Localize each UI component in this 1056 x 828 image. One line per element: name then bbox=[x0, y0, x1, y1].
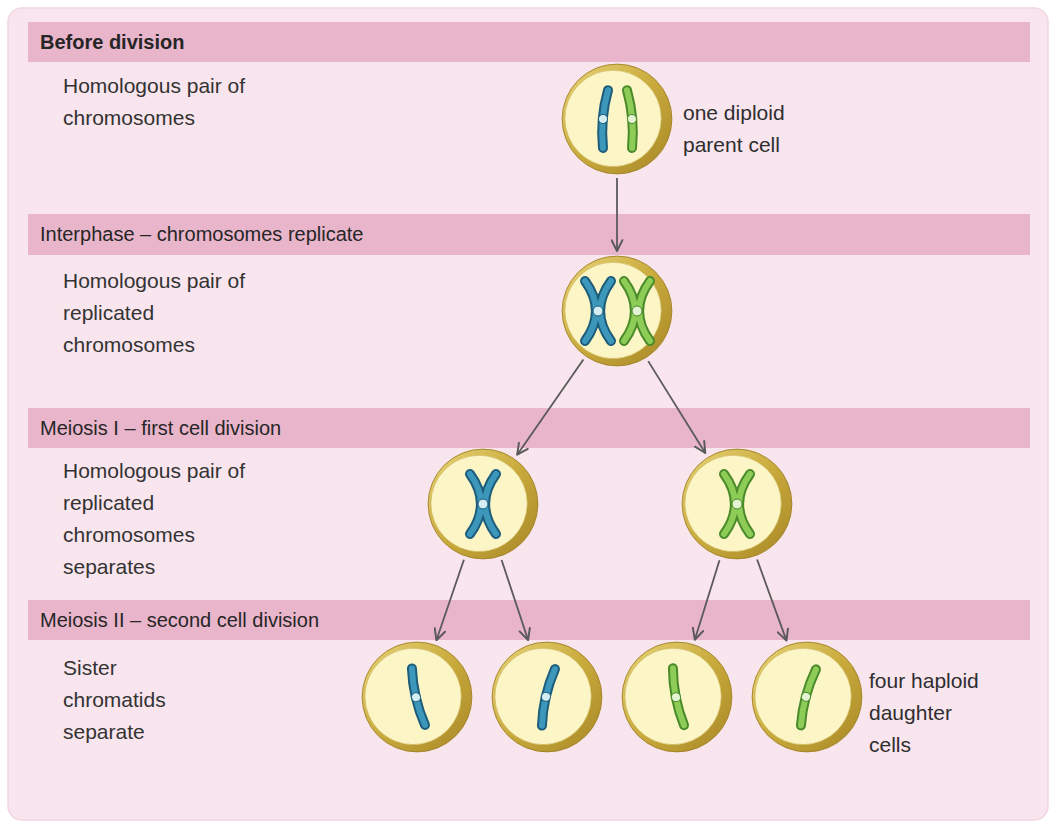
cell-outline bbox=[491, 641, 603, 753]
cell-membrane bbox=[428, 449, 538, 559]
phase-band: Before division bbox=[28, 22, 1030, 62]
cell-membrane bbox=[682, 449, 792, 559]
cell bbox=[621, 641, 733, 753]
cell-outline bbox=[561, 255, 673, 367]
replicated-chromosome bbox=[624, 281, 650, 341]
stage-label: Sister chromatids separate bbox=[63, 652, 183, 748]
chromosome bbox=[596, 90, 609, 148]
stage-label: Homologous pair of chromosomes bbox=[63, 70, 248, 134]
stage-label: Homologous pair of replicated chromosome… bbox=[63, 265, 248, 361]
cell-outline bbox=[561, 63, 673, 175]
cell: one diploid parent cell bbox=[561, 63, 673, 175]
phase-band: Interphase – chromosomes replicate bbox=[28, 214, 1030, 255]
cell-interior bbox=[685, 455, 781, 551]
cell bbox=[491, 641, 603, 753]
cell-membrane bbox=[562, 64, 672, 174]
cell-membrane bbox=[492, 642, 602, 752]
chromosome bbox=[625, 90, 638, 148]
cell-outline bbox=[681, 448, 793, 560]
replicated-chromosome bbox=[470, 474, 496, 534]
cell-interior bbox=[755, 648, 851, 744]
cell-outline bbox=[751, 641, 863, 753]
replicated-chromosome bbox=[585, 281, 611, 341]
arrow-connector bbox=[757, 560, 786, 641]
phase-band: Meiosis II – second cell division bbox=[28, 600, 1030, 640]
phase-heading: Meiosis II – second cell division bbox=[40, 609, 319, 632]
cell-interior bbox=[625, 648, 721, 744]
chromatid bbox=[666, 668, 687, 727]
cell-interior bbox=[431, 455, 527, 551]
replicated-chromosome bbox=[724, 474, 750, 534]
cell-outline bbox=[621, 641, 733, 753]
arrow-connector bbox=[436, 560, 464, 640]
cell bbox=[681, 448, 793, 560]
arrow-connector bbox=[616, 178, 618, 251]
arrow-connector bbox=[502, 560, 528, 640]
chromatid bbox=[795, 668, 818, 726]
cell-membrane bbox=[362, 642, 472, 752]
cell-membrane bbox=[752, 642, 862, 752]
background-panel bbox=[8, 8, 1048, 820]
phase-heading: Meiosis I – first cell division bbox=[40, 417, 281, 440]
cell-interior bbox=[365, 648, 461, 744]
arrow-connector bbox=[648, 361, 705, 453]
stage-label: Homologous pair of replicated chromosome… bbox=[63, 455, 248, 583]
cell-label: four haploid daughter cells bbox=[869, 665, 997, 761]
cell bbox=[561, 255, 673, 367]
cell: four haploid daughter cells bbox=[751, 641, 863, 753]
cell bbox=[427, 448, 539, 560]
phase-band: Meiosis I – first cell division bbox=[28, 408, 1030, 448]
cell-membrane bbox=[622, 642, 732, 752]
cell-outline bbox=[361, 641, 473, 753]
cell-membrane bbox=[562, 256, 672, 366]
arrow-connector bbox=[695, 560, 720, 639]
cell-interior bbox=[495, 648, 591, 744]
arrow-connector bbox=[517, 360, 583, 455]
cell-interior bbox=[565, 70, 661, 166]
phase-heading: Interphase – chromosomes replicate bbox=[40, 223, 364, 246]
cell-interior bbox=[565, 262, 661, 358]
cell-label: one diploid parent cell bbox=[683, 97, 805, 161]
phase-heading: Before division bbox=[40, 31, 184, 54]
cell-outline bbox=[427, 448, 539, 560]
cell bbox=[361, 641, 473, 753]
chromatid bbox=[536, 667, 557, 726]
chromatid bbox=[405, 668, 428, 726]
